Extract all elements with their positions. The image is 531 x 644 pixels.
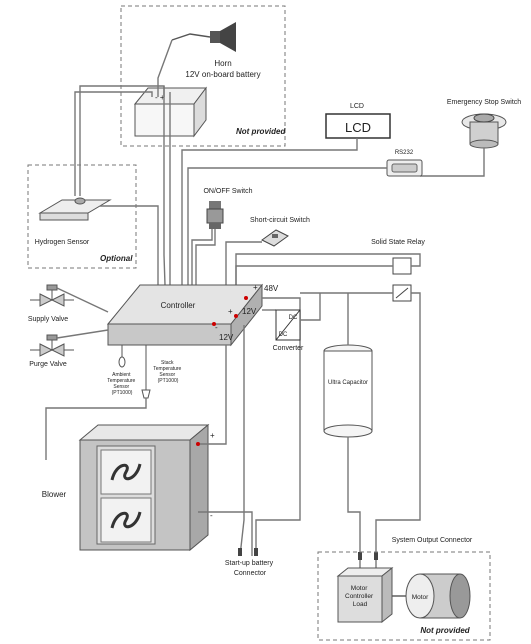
terminal-plus-48: + [253,283,258,292]
rs232-connector-icon [386,159,423,177]
motor-icon [405,573,471,619]
rs232-label: RS232 [395,150,414,156]
ambient-sensor-line-2: Temperature [107,378,135,384]
controller-box [106,283,264,347]
v12-left-label: 12V [219,333,234,342]
blower-plus-label: + [210,431,215,440]
battery-label: 12V on-board battery [185,70,260,79]
hydrogen-sensor-icon [38,197,112,221]
supply-valve-label: Supply Valve [28,316,68,323]
controller-label: Controller [161,301,196,310]
optional-label: Optional [100,254,133,263]
solid-state-relay-label: Solid State Relay [371,239,425,246]
motor-controller-line-2: Controller [345,593,374,600]
not-provided-label-bottom: Not provided [420,626,470,635]
lcd-screen-text: LCD [345,120,371,135]
not-provided-region-top [120,5,286,147]
hydrogen-sensor-label: Hydrogen Sensor [35,239,90,246]
stack-sensor-icon [141,345,151,399]
purge-valve-icon [30,334,74,357]
blower-label: Blower [42,490,67,499]
onoff-switch-label: ON/OFF Switch [203,188,252,195]
terminal-plus-12: + [228,307,233,316]
converter-label: Converter [273,345,304,352]
startup-battery-line-1: Start-up battery [225,560,274,567]
horn-icon [171,22,236,52]
stack-sensor-line-4: (PT1000) [158,378,179,384]
stack-sensor-line-2: Temperature [153,366,181,372]
terminal-12v-marker [234,314,238,318]
supply-valve-icon [30,284,74,307]
startup-battery-line-2: Connector [234,570,267,577]
terminal-minus: - [215,323,218,332]
stack-sensor-line-1: Stack [161,360,174,366]
motor-controller-label: Motor Controller Load [345,585,375,608]
blower-minus-label: - [210,511,213,520]
startup-battery-connector-icon [238,548,258,556]
terminal-48v-marker [244,296,248,300]
onoff-switch-icon [206,201,224,229]
dc-top-label: DC [289,315,298,321]
not-provided-label-top: Not provided [236,127,286,136]
motor-controller-line-1: Motor [351,585,368,592]
battery-terminals-label: - + [155,93,165,102]
ambient-sensor-line-3: Sensor [113,384,129,390]
ultra-capacitor-label: Ultra Capacitor [328,380,368,386]
lcd-caption: LCD [350,103,364,110]
system-output-connector-icon [358,552,378,560]
relay-coil-box [392,257,412,275]
motor-controller-line-3: Load [353,601,368,608]
not-provided-region-bottom [317,551,491,641]
dc-dc-converter [275,309,301,341]
emergency-stop-icon [461,113,507,149]
v12-right-label: 12V [242,307,257,316]
blower-plus-marker [196,442,200,446]
ambient-sensor-label: Ambient Temperature Sensor (PT1000) [107,372,136,396]
short-circuit-switch-label: Short-circuit Switch [250,217,310,224]
terminal-12v-left-marker [212,322,216,326]
stack-sensor-line-3: Sensor [159,372,175,378]
ambient-sensor-line-4: (PT1000) [112,390,133,396]
horn-label: Horn [214,59,231,68]
fan-icon-lower [110,511,142,529]
motor-controller-load-icon [336,566,394,624]
ambient-sensor-icon [118,345,126,368]
dc-bottom-label: DC [279,332,288,338]
fan-icon-upper [110,463,142,481]
v48-label: 48V [264,284,279,293]
ambient-sensor-line-1: Ambient [112,372,131,378]
ultra-capacitor-icon [323,344,373,438]
short-circuit-switch-icon [261,229,289,247]
startup-battery-label: Start-up battery Connector [225,560,275,577]
blower-unit [78,423,210,552]
purge-valve-label: Purge Valve [29,361,67,368]
system-output-label: System Output Connector [392,537,473,544]
emergency-stop-label: Emergency Stop Switch [447,99,521,106]
motor-label: Motor [412,594,429,601]
stack-sensor-label: Stack Temperature Sensor (PT1000) [153,360,182,384]
lcd-display [325,113,391,139]
